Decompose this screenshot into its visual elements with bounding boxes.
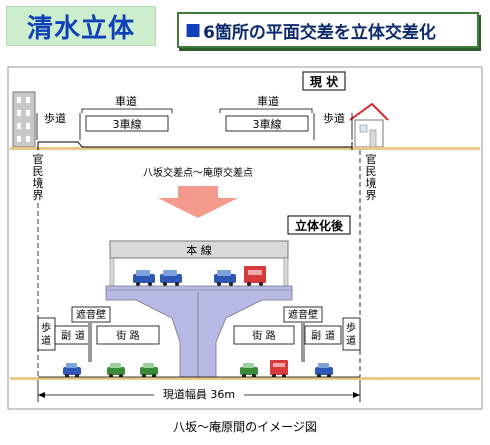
svg-text:界: 界 [366, 189, 377, 202]
after-label: 立体化後 [295, 218, 344, 233]
svg-text:界: 界 [33, 189, 44, 202]
side-box-right [304, 325, 342, 345]
subtitle-marker: ■ [185, 20, 202, 40]
page-title: 清水立体 [6, 6, 156, 46]
car-ground-2 [107, 363, 125, 378]
truck-viaduct [244, 266, 266, 286]
lanes-label-right: 3車線 [253, 117, 282, 131]
after-label-box [287, 215, 351, 235]
current-label-box [302, 71, 346, 91]
frontage-label-left: 街 路 [116, 329, 139, 342]
car-viaduct-3 [214, 270, 236, 286]
svg-text:民: 民 [366, 165, 377, 178]
ground-current [10, 147, 480, 150]
house-right [349, 102, 389, 148]
walk-label-left-1: 歩 [41, 321, 51, 334]
lanes-box-right [225, 115, 309, 132]
side-label-left-2: 道 [75, 329, 85, 342]
sidewalk-label-right: 歩道 [323, 111, 345, 125]
svg-text:民: 民 [33, 165, 44, 178]
walk-label-left-2: 道 [41, 334, 51, 347]
sidewalk-label-left: 歩道 [44, 111, 66, 125]
current-label: 現 状 [310, 74, 339, 89]
frontage-box-left [96, 325, 160, 345]
walk-box-right [342, 317, 361, 351]
viaduct [105, 240, 293, 379]
svg-text:境: 境 [366, 176, 377, 190]
soundwall-right [301, 322, 305, 362]
car-viaduct-2 [160, 270, 182, 286]
walk-label-right-2: 道 [346, 334, 356, 347]
transition-arrow [158, 186, 238, 218]
soundwall-left [88, 322, 92, 362]
side-label-left-1: 副 [61, 330, 71, 342]
side-label-right-1: 副 [311, 330, 321, 342]
road-label-right: 車道 [257, 94, 279, 108]
lanes-box-left [85, 115, 169, 132]
boundary-label-right: 官 民 境 界 [366, 152, 377, 202]
boundary-label-left: 官 民 境 界 [33, 152, 44, 202]
lanes-label-left: 3車線 [113, 117, 142, 131]
road-label-left: 車道 [115, 94, 137, 108]
diagram-caption: 八坂～庵原間のイメージ図 [173, 420, 317, 434]
width-label: 現道幅員 36m [163, 387, 235, 401]
frontage-label-right: 街 路 [252, 329, 275, 342]
side-label-right-2: 道 [325, 329, 335, 342]
building-left [12, 91, 36, 148]
svg-text:官: 官 [366, 152, 377, 166]
walk-label-right-1: 歩 [346, 321, 356, 334]
soundwall-label-left: 遮音壁 [76, 308, 106, 321]
main-line-label: 本 線 [186, 243, 212, 257]
svg-text:境: 境 [33, 176, 44, 190]
soundwall-label-right: 遮音壁 [288, 308, 318, 321]
subtitle-text: 6箇所の平面交差を立体交差化 [203, 22, 436, 43]
svg-text:官: 官 [33, 152, 44, 166]
ground-after [10, 377, 480, 380]
intersection-label: 八坂交差点～庵原交差点 [143, 166, 253, 179]
subtitle-box: ■6箇所の平面交差を立体交差化 [177, 12, 479, 48]
car-viaduct-1 [133, 270, 155, 286]
frontage-box-right [233, 325, 295, 345]
